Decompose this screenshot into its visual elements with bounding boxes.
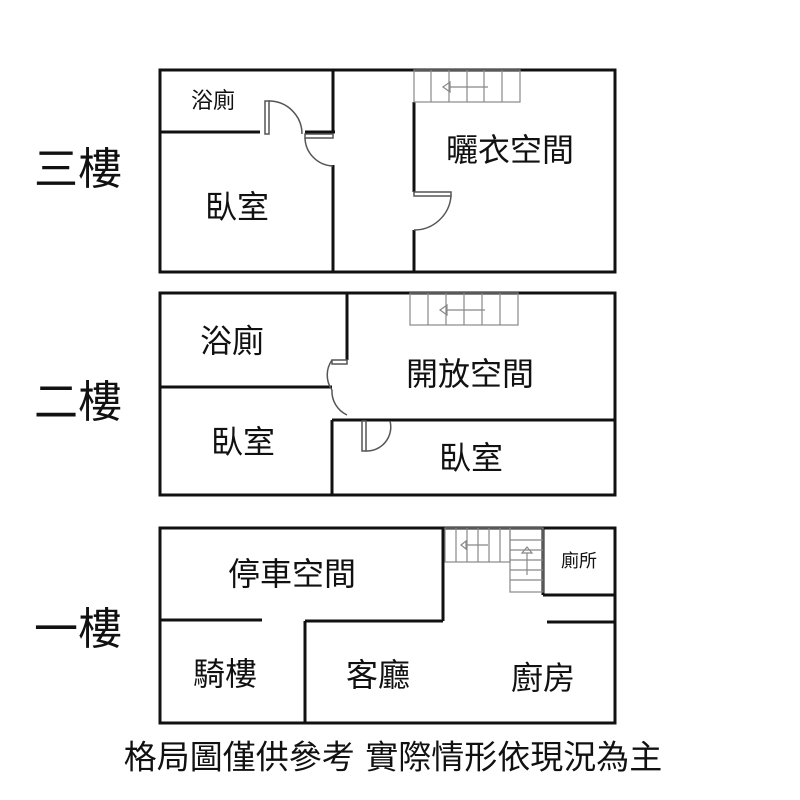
floor-label-2f: 二樓 [34, 377, 122, 428]
room-label: 開放空間 [405, 355, 535, 393]
second-floor-outline [158, 291, 617, 497]
room-label: 臥室 [438, 439, 504, 477]
first-floor-outline [158, 526, 617, 725]
room-label: 廚房 [510, 659, 576, 697]
room-label: 停車空間 [227, 555, 357, 593]
room-label: 曬衣空間 [445, 131, 575, 169]
disclaimer-caption: 格局圖僅供參考 實際情形依現況為主 [123, 737, 663, 777]
room-label: 廁所 [561, 551, 597, 572]
room-label: 浴廁 [190, 89, 236, 114]
stairs [409, 69, 544, 593]
room-label: 客廳 [345, 656, 411, 694]
floor-label-3f: 三樓 [34, 144, 122, 195]
room-label: 臥室 [204, 188, 270, 226]
room-label: 臥室 [210, 423, 276, 461]
room-label: 騎樓 [192, 655, 258, 693]
room-label: 浴廁 [199, 322, 265, 360]
third-floor-outline [158, 68, 617, 274]
floor-label-1f: 一樓 [34, 604, 122, 655]
door-swings [264, 100, 452, 452]
